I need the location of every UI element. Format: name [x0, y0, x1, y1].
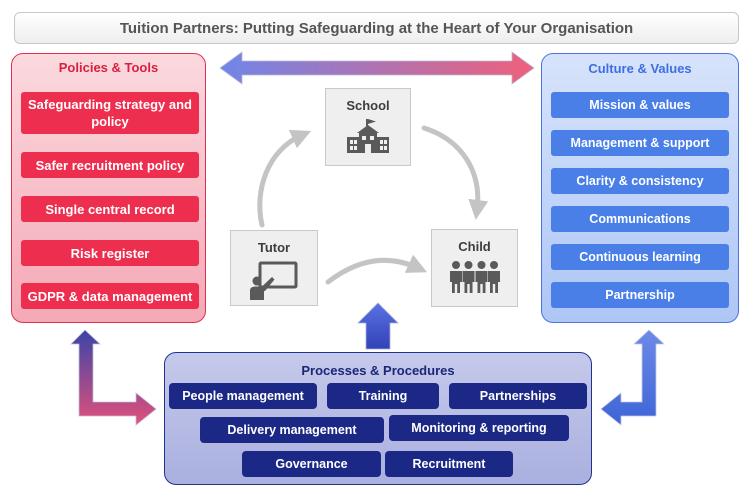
culture-values-heading: Culture & Values — [588, 61, 692, 76]
policies-processes-elbow-arrow — [70, 329, 157, 426]
processes-item: Governance — [242, 451, 381, 477]
culture-values-panel: Culture & Values Mission & values Manage… — [541, 53, 739, 323]
tutor-node: Tutor — [230, 230, 318, 306]
processes-item: Delivery management — [200, 417, 384, 443]
processes-item: Recruitment — [385, 451, 513, 477]
teacher-at-board-icon — [250, 261, 298, 300]
processes-item: Training — [327, 383, 439, 409]
culture-item: Management & support — [551, 130, 729, 156]
policies-item: Risk register — [21, 240, 199, 266]
tutor-label: Tutor — [257, 240, 291, 255]
culture-item: Mission & values — [551, 92, 729, 118]
school-to-child-arrow — [421, 125, 489, 220]
school-label: School — [346, 98, 390, 113]
policies-item: Single central record — [21, 196, 199, 222]
policies-item: Safer recruitment policy — [21, 152, 199, 178]
group-of-children-icon — [449, 261, 500, 293]
policies-tools-heading: Policies & Tools — [58, 60, 159, 75]
culture-item: Communications — [551, 206, 729, 232]
school-building-icon — [347, 119, 389, 153]
culture-item: Partnership — [551, 282, 729, 308]
policies-item: Safeguarding strategy and policy — [21, 92, 199, 134]
policies-culture-double-arrow — [219, 51, 535, 85]
processes-procedures-heading: Processes & Procedures — [301, 363, 455, 378]
processes-procedures-panel: Processes & Procedures People management… — [164, 352, 592, 485]
child-label: Child — [458, 239, 491, 254]
culture-item: Clarity & consistency — [551, 168, 729, 194]
processes-item: Monitoring & reporting — [389, 415, 569, 441]
tutor-to-school-arrow — [257, 129, 312, 228]
child-node: Child — [431, 229, 518, 307]
processes-item: Partnerships — [449, 383, 587, 409]
school-node: School — [325, 88, 411, 166]
policies-tools-panel: Policies & Tools Safeguarding strategy a… — [11, 53, 206, 323]
processes-up-arrow — [357, 302, 399, 350]
processes-item: People management — [169, 383, 317, 409]
culture-processes-elbow-arrow — [600, 329, 666, 426]
diagram-title: Tuition Partners: Putting Safeguarding a… — [14, 12, 739, 44]
tutor-to-child-arrow — [325, 254, 428, 285]
culture-item: Continuous learning — [551, 244, 729, 270]
policies-item: GDPR & data management — [21, 283, 199, 309]
